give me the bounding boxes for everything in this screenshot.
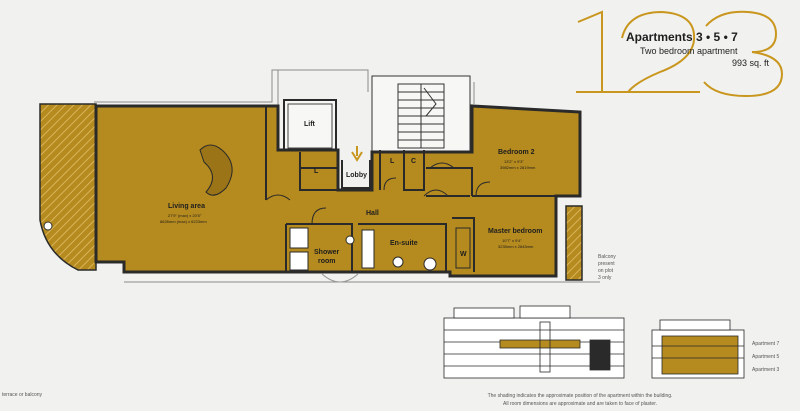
balcony-note-4: 3 only	[598, 275, 612, 281]
lift-shaft	[283, 99, 337, 153]
apartments-title: Apartments 3 • 5 • 7	[626, 30, 738, 44]
footnote-shading: The shading indicates the approximate po…	[487, 393, 673, 399]
master-dim-metric: 3235mm x 2845mm	[498, 244, 534, 249]
master-dim-imperial: 10'7" x 9'4"	[502, 238, 522, 243]
door-swings	[265, 162, 491, 225]
apartment-area: 993 sq. ft	[732, 58, 770, 68]
elevation-label-apartment-7: Apartment 7	[752, 341, 780, 347]
room-living-area: Living area	[168, 203, 205, 210]
room-l-2: L	[390, 158, 395, 165]
room-hall: Hall	[366, 210, 379, 217]
terrace-hatched	[39, 103, 97, 271]
balcony-note-3: on plot	[598, 268, 614, 274]
elevation-label-apartment-5: Apartment 5	[752, 354, 780, 360]
bedroom2-dim-metric: 3982mm x 2819mm	[500, 165, 536, 170]
building-elevation-front	[443, 305, 625, 379]
bedroom2-dim-imperial: 13'2" x 9'3"	[504, 159, 524, 164]
interior-walls	[265, 106, 580, 272]
terrace-note: terrace or balcony	[2, 392, 43, 398]
room-bedroom-2: Bedroom 2	[498, 149, 535, 156]
stair-core	[371, 75, 471, 153]
elevation-label-apartment-3: Apartment 3	[752, 367, 780, 373]
room-master-bedroom: Master bedroom	[488, 228, 543, 235]
apartment-type: Two bedroom apartment	[640, 46, 738, 56]
fixtures	[199, 144, 471, 283]
outlined-number	[576, 10, 784, 98]
room-lobby: Lobby	[346, 172, 367, 179]
room-shower-line1: Shower	[314, 249, 340, 256]
balcony-note-2: present	[598, 261, 615, 267]
room-c: C	[411, 158, 417, 165]
living-dim-imperial: 27'9" (max) x 20'5"	[168, 213, 202, 218]
balcony-note-1: Balcony	[598, 254, 616, 260]
room-shower-line2: room	[318, 258, 336, 265]
room-en-suite: En-suite	[390, 240, 418, 247]
arrow-icon	[351, 146, 363, 162]
room-wardrobe: W	[460, 251, 467, 258]
building-elevation-side	[651, 319, 745, 379]
footnote-dimensions: All room dimensions are approximate and …	[503, 401, 657, 407]
room-lift: Lift	[304, 121, 315, 128]
balcony-hatched	[565, 205, 583, 281]
room-l-1: L	[314, 168, 319, 175]
living-dim-metric: 8626mm (max) x 6223mm	[160, 219, 207, 224]
